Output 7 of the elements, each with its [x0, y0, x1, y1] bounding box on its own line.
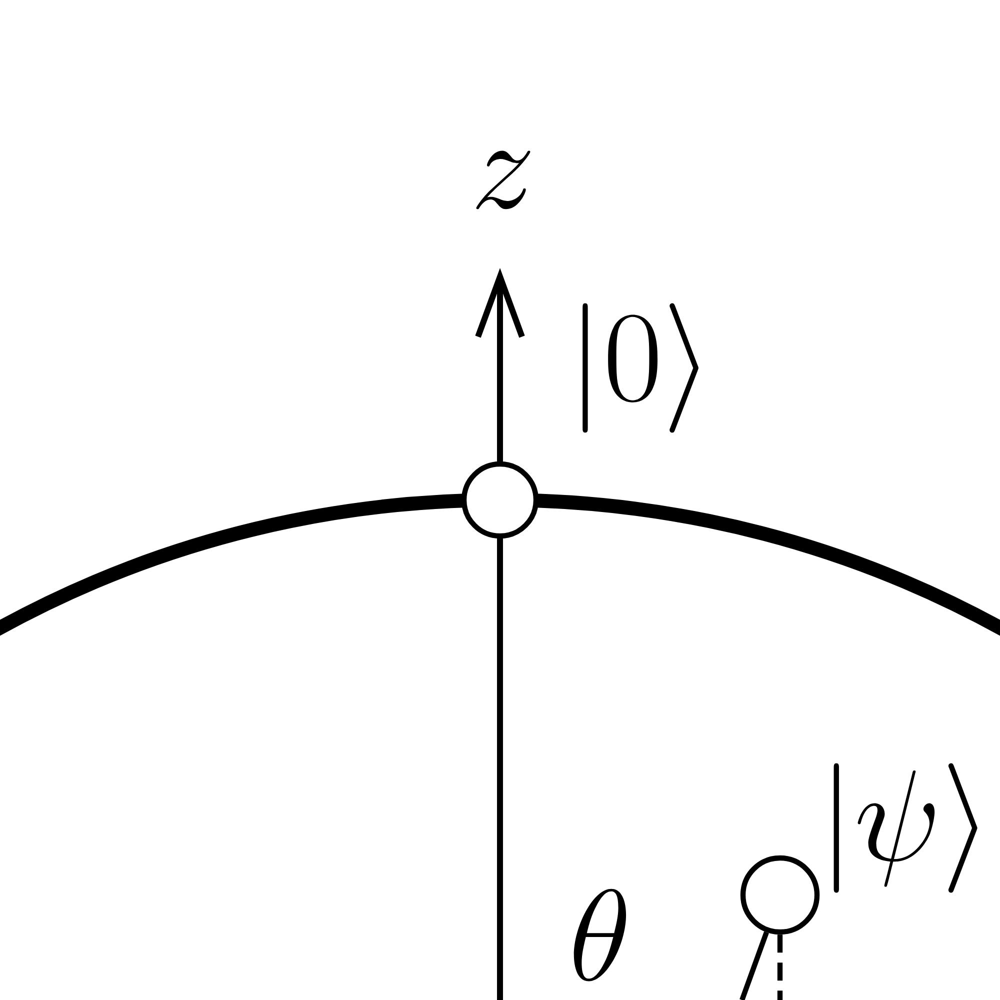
point-marker: [740, 855, 820, 935]
state-label: $|0\rangle$: [582, 303, 698, 433]
state-label: $|\psi\rangle$: [834, 763, 978, 893]
axis-label: $z$: [476, 150, 530, 210]
angle-label: $\theta$: [574, 888, 626, 982]
point-marker: [461, 461, 539, 539]
dashed-line: [777, 934, 783, 1000]
